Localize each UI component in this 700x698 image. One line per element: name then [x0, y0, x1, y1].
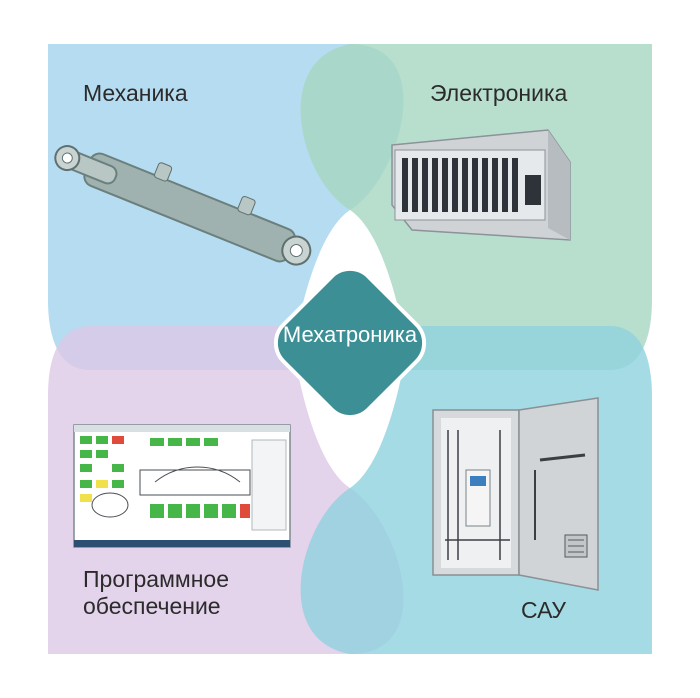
software-label: Программное обеспечение	[83, 566, 229, 620]
control-cabinet-icon	[432, 397, 599, 591]
software-label-line2: обеспечение	[83, 593, 221, 619]
electronics-label: Электроника	[430, 80, 568, 106]
center-diamond	[273, 266, 427, 420]
center-label: Мехатроника	[282, 322, 418, 347]
sau-label: САУ	[521, 597, 567, 623]
hydraulic-cylinder-icon	[54, 145, 312, 266]
software-label-line1: Программное	[83, 566, 229, 592]
mechanics-label: Механика	[83, 80, 188, 106]
scada-screen-icon	[73, 424, 291, 548]
rack-chassis-icon	[391, 129, 571, 241]
